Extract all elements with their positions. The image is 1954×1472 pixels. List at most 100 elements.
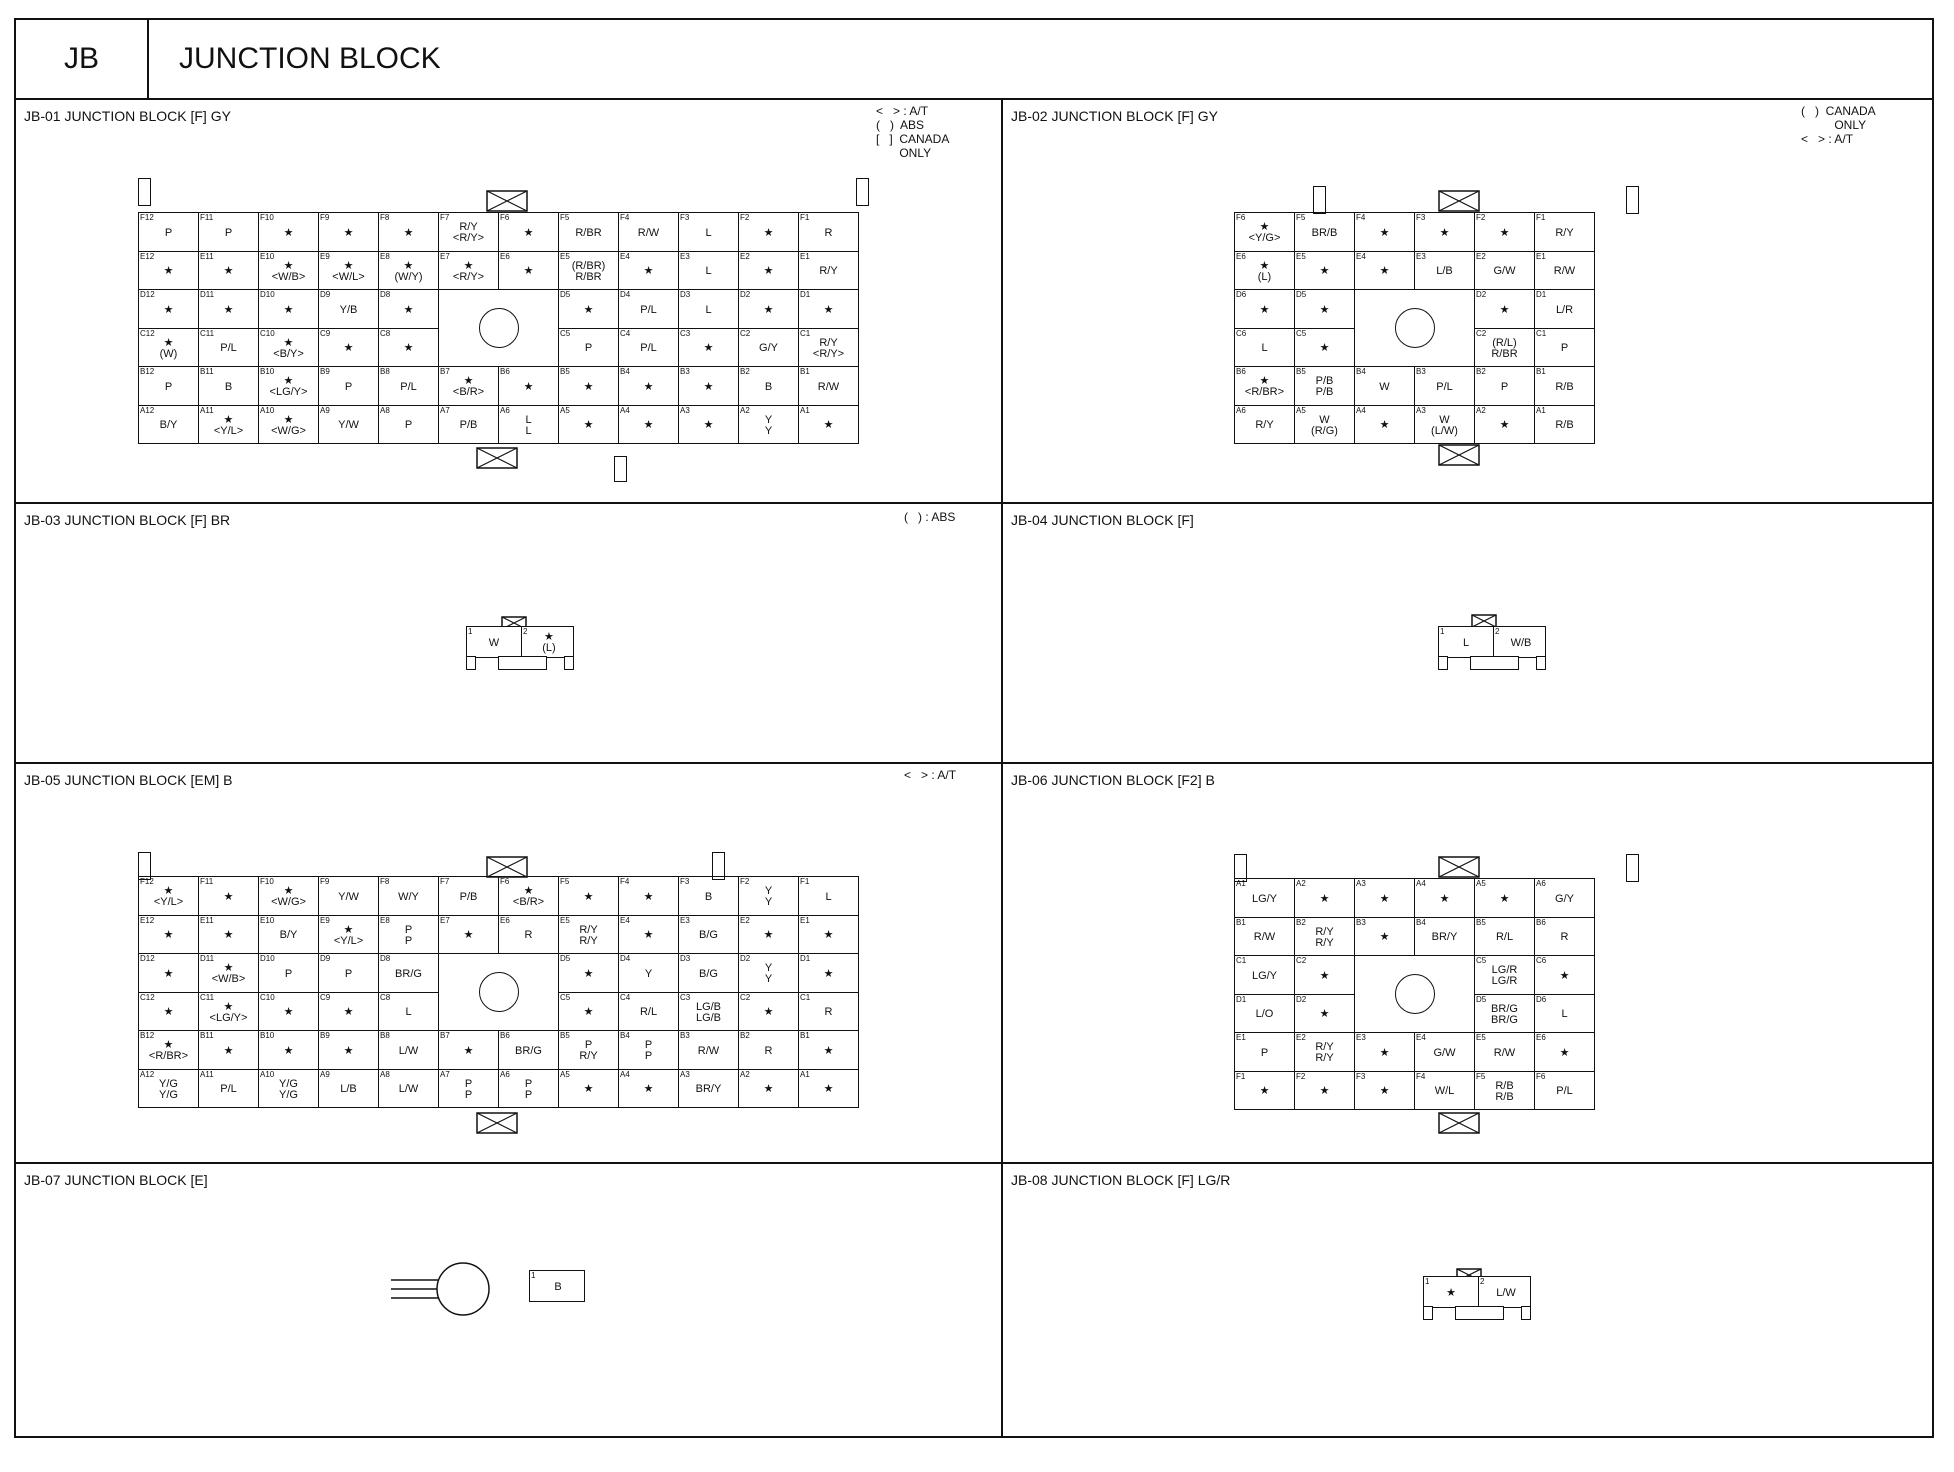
pin-number: E2 [740,915,750,925]
pin-number: B2 [740,367,750,376]
wire-color: L [405,1006,412,1019]
wire-color: R/B [1555,419,1574,432]
pin-number: D10 [260,290,275,299]
terminal-cell: E6★ [1534,1032,1595,1072]
wire-color: ★ <Y/L> [153,885,184,909]
wire-color: ★ [1259,303,1270,316]
pin-number: D5 [560,954,571,963]
wire-color: ★ [1379,1085,1390,1098]
wire-color: P P [524,1077,533,1101]
connector-panel-jb01: JB-01 JUNCTION BLOCK [F] GY< > : A/T ( )… [16,100,1001,502]
terminal-cell: B4★ [618,366,679,406]
wire-color: R [764,1044,773,1057]
pin-number: B10 [260,1031,275,1040]
pin-number: B8 [380,1031,390,1040]
terminal-cell: B12★ <R/BR> [138,1030,199,1070]
connector-latch-icon [476,447,518,469]
pin-number: 2 [1480,1277,1485,1286]
terminal-cell: D5★ [558,289,619,329]
terminal-cell: C8★ [378,327,439,367]
pin-number: C12 [140,328,155,338]
wire-color: ★ [823,419,834,432]
pin-number: E5 [1296,251,1306,261]
terminal-cell: C2★ [1294,955,1355,995]
terminal-cell: E9★ <W/L> [318,250,379,290]
terminal-cell: A2★ [738,1068,799,1108]
wire-color: P [164,226,173,239]
wire-color: ★ [1259,1085,1270,1098]
pin-number: C8 [380,992,391,1002]
terminal-cell: F4★ [1354,212,1415,252]
pin-number: E3 [1416,251,1426,261]
wire-color: P/L [400,380,417,393]
wire-color: ★ [583,890,594,903]
wire-color: ★ [823,1083,834,1096]
terminal-cell: B10★ <LG/Y> [258,366,319,406]
wire-color: P P [644,1039,653,1063]
pin-number: A9 [320,405,330,415]
wire-color: ★ [763,265,774,278]
terminal-cell: E2★ [738,914,799,954]
pin-number: A12 [140,1069,155,1079]
wire-color: R/L [1495,931,1514,944]
wire-color: R [824,226,833,239]
wire-color: ★ <R/BR> [1244,375,1285,399]
wire-color: ★ [463,929,474,942]
terminal-cell: C9★ [318,327,379,367]
pin-number: F1 [1236,1071,1246,1081]
pin-number: A5 [560,405,570,415]
terminal-cell: B7★ [438,1030,499,1070]
wire-color: ★ [1439,892,1450,905]
symbol-legend: < > : A/T ( ) ABS [ ] CANADA ONLY [876,104,950,160]
connector-latch-icon [486,856,528,878]
connector-title: JB-02 JUNCTION BLOCK [F] GY [1011,108,1218,124]
pin-number: 2 [523,627,528,636]
wire-color: B/G [699,967,718,980]
terminal-cell: F9★ [318,212,379,252]
wire-color: ★ <W/G> [271,885,306,909]
wire-color: ★ <B/R> [452,375,485,399]
wire-color: P [1260,1046,1269,1059]
pin-number: C2 [740,328,751,338]
wire-color: ★ [1379,226,1390,239]
wire-color: G/W [1433,1046,1456,1059]
pin-number: F2 [1476,213,1486,222]
terminal-cell: E6★ (L) [1234,250,1295,290]
wire-color: ★ [763,1006,774,1019]
pin-number: E7 [440,251,450,261]
wire-color: L [705,226,712,239]
terminal-cell: A10★ <W/G> [258,404,319,444]
pin-number: C8 [380,328,391,338]
pin-number: E2 [1296,1033,1306,1042]
pin-number: A5 [1476,879,1486,888]
pin-number: F6 [500,213,510,222]
pin-number: A5 [560,1069,570,1079]
pin-number: A11 [200,1069,214,1079]
pin-number: E8 [380,915,390,925]
connector-title: JB-05 JUNCTION BLOCK [EM] B [24,772,233,788]
connector-latch-icon [1438,856,1480,878]
